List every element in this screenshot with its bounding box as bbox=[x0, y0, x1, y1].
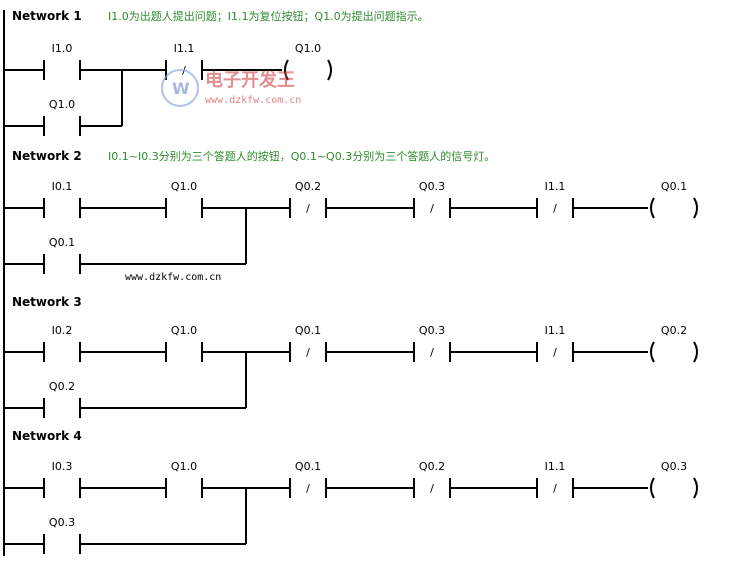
network-4-title: Network 4 bbox=[12, 429, 82, 443]
n2-contact-latch-address: Q0.1 bbox=[49, 236, 75, 249]
watermark-url: www.dzkfw.com.cn bbox=[125, 272, 221, 283]
n1-contact-0-address: I1.0 bbox=[52, 42, 73, 55]
n4-contact-0-address: I0.3 bbox=[52, 460, 73, 473]
network-2-title: Network 2 bbox=[12, 149, 82, 163]
n1-contact-1-address: I1.1 bbox=[174, 42, 195, 55]
watermark-logo-icon bbox=[161, 69, 199, 107]
n4-contact-4-address: I1.1 bbox=[545, 460, 566, 473]
n2-contact-1-address: Q1.0 bbox=[171, 180, 197, 193]
n2-contact-2-nc-mark: / bbox=[306, 202, 310, 215]
n1-coil-left-arc bbox=[284, 59, 289, 81]
n3-contact-latch-address: Q0.2 bbox=[49, 380, 75, 393]
n4-coil-address: Q0.3 bbox=[661, 460, 687, 473]
n3-contact-4-address: I1.1 bbox=[545, 324, 566, 337]
wires-layer bbox=[3, 10, 698, 556]
n3-contact-4-nc-mark: / bbox=[553, 346, 557, 359]
n4-coil-left-arc bbox=[650, 477, 655, 499]
n4-contact-3-nc-mark: / bbox=[430, 482, 434, 495]
n4-contact-2-address: Q0.1 bbox=[295, 460, 321, 473]
n4-contact-latch-address: Q0.3 bbox=[49, 516, 75, 529]
watermark-logo-glyph: W bbox=[172, 79, 190, 98]
n4-contact-1-address: Q1.0 bbox=[171, 460, 197, 473]
n4-contact-3-address: Q0.2 bbox=[419, 460, 445, 473]
n4-coil-right-arc bbox=[693, 477, 698, 499]
n3-contact-1-address: Q1.0 bbox=[171, 324, 197, 337]
n2-coil-left-arc bbox=[650, 197, 655, 219]
n1-contact-latch-address: Q1.0 bbox=[49, 98, 75, 111]
n3-coil-address: Q0.2 bbox=[661, 324, 687, 337]
network-1-title: Network 1 bbox=[12, 9, 82, 23]
n3-contact-2-address: Q0.1 bbox=[295, 324, 321, 337]
n2-contact-3-nc-mark: / bbox=[430, 202, 434, 215]
n1-coil-address: Q1.0 bbox=[295, 42, 321, 55]
n2-coil-right-arc bbox=[693, 197, 698, 219]
n2-contact-3-address: Q0.3 bbox=[419, 180, 445, 193]
n3-coil-right-arc bbox=[693, 341, 698, 363]
n2-coil-address: Q0.1 bbox=[661, 180, 687, 193]
n3-contact-0-address: I0.2 bbox=[52, 324, 73, 337]
network-1-comment: I1.0为出题人提出问题；I1.1为复位按钮；Q1.0为提出问题指示。 bbox=[108, 9, 429, 23]
network-3-title: Network 3 bbox=[12, 295, 82, 309]
n3-coil-left-arc bbox=[650, 341, 655, 363]
n4-contact-2-nc-mark: / bbox=[306, 482, 310, 495]
n4-contact-4-nc-mark: / bbox=[553, 482, 557, 495]
network-2-comment: I0.1~I0.3分别为三个答题人的按钮，Q0.1~Q0.3分别为三个答题人的信… bbox=[108, 149, 495, 163]
n3-contact-3-nc-mark: / bbox=[430, 346, 434, 359]
watermark-logo: W 电子开发王 www.dzkfw.com.cn bbox=[161, 69, 301, 107]
n2-contact-4-address: I1.1 bbox=[545, 180, 566, 193]
watermark-logo-text: 电子开发王 bbox=[205, 69, 295, 91]
n3-contact-3-address: Q0.3 bbox=[419, 324, 445, 337]
n1-coil-right-arc bbox=[327, 59, 332, 81]
watermark-logo-url: www.dzkfw.com.cn bbox=[205, 95, 301, 106]
labels-layer: Network 1 I1.0为出题人提出问题；I1.1为复位按钮；Q1.0为提出问… bbox=[12, 9, 687, 529]
n2-contact-0-address: I0.1 bbox=[52, 180, 73, 193]
n3-contact-2-nc-mark: / bbox=[306, 346, 310, 359]
n2-contact-2-address: Q0.2 bbox=[295, 180, 321, 193]
n2-contact-4-nc-mark: / bbox=[553, 202, 557, 215]
